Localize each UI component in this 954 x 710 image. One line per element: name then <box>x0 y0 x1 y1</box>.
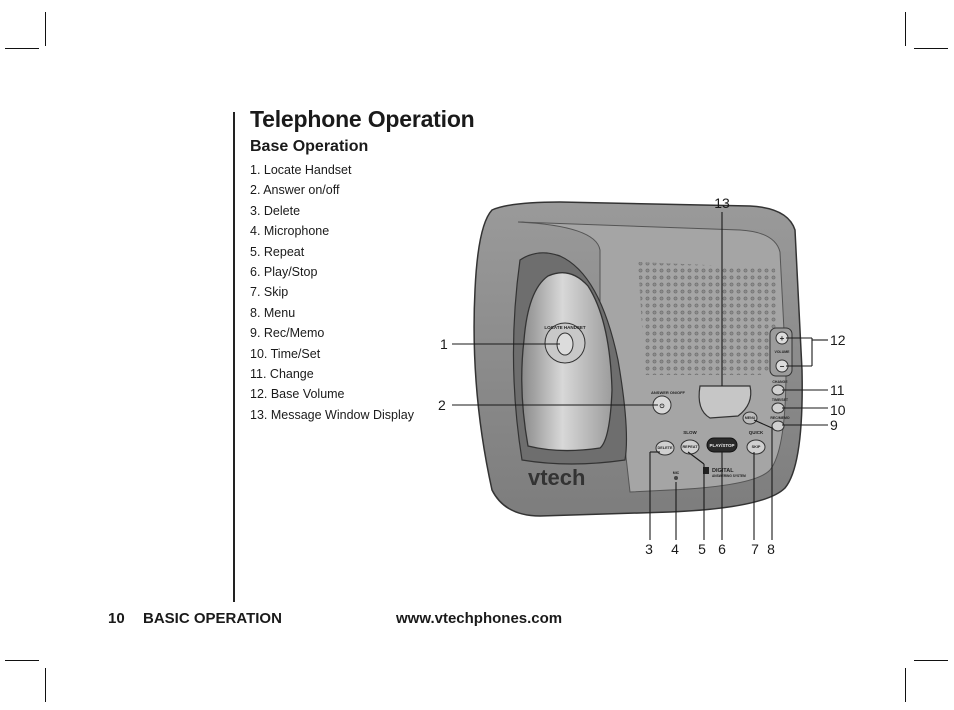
list-item: 10. Time/Set <box>250 346 321 361</box>
locate-handset-label: LOCATE HANDSET <box>544 325 585 330</box>
callout-10: 10 <box>830 402 846 418</box>
list-item: 3. Delete <box>250 203 301 218</box>
callout-2: 2 <box>438 397 446 413</box>
page-title: Telephone Operation <box>250 106 475 132</box>
message-window-display <box>698 385 752 419</box>
crop-mark <box>905 668 906 702</box>
mic-label: MIC <box>673 471 680 475</box>
delete-label: DELETE <box>658 446 673 450</box>
leader-lines <box>452 212 828 540</box>
quick-label: QUICK <box>749 430 764 435</box>
callout-12: 12 <box>830 332 846 348</box>
skip-label: SKIP <box>752 445 761 449</box>
callout-1: 1 <box>440 336 448 352</box>
callout-3: 3 <box>645 541 653 557</box>
repeat-label: REPEAT <box>682 445 698 449</box>
list-item: 13. Message Window Display <box>250 407 414 422</box>
locate-handset-button[interactable]: LOCATE HANDSET <box>544 322 586 364</box>
list-item: 2. Answer on/off <box>250 183 340 198</box>
vtech-logo: vtech <box>528 465 585 490</box>
volume-down-icon: − <box>780 362 785 371</box>
play-stop-button[interactable]: PLAY/STOP <box>706 437 738 453</box>
crop-mark <box>5 660 39 661</box>
list-item: 7. Skip <box>250 285 289 300</box>
callout-8: 8 <box>767 541 775 557</box>
list-item: 5. Repeat <box>250 244 305 259</box>
callout-6: 6 <box>718 541 726 557</box>
callout-7: 7 <box>751 541 759 557</box>
section-subtitle: Base Operation <box>250 138 369 155</box>
list-item: 9. Rec/Memo <box>250 326 325 341</box>
power-icon: ⏻ <box>660 403 665 410</box>
digital-label: DIGITAL <box>712 468 734 474</box>
menu-button[interactable]: MENU <box>742 411 758 425</box>
volume-up-icon: + <box>780 334 785 343</box>
crop-mark <box>914 48 948 49</box>
repeat-button[interactable]: REPEAT <box>680 439 700 455</box>
list-item: 4. Microphone <box>250 224 330 239</box>
callout-13: 13 <box>714 195 730 211</box>
page-number: 10 <box>108 610 125 627</box>
rec-memo-label: REC/MEMO <box>770 416 790 420</box>
change-label: CHANGE <box>772 380 788 384</box>
list-item: 8. Menu <box>250 305 296 320</box>
rec-memo-button[interactable]: REC/MEMO <box>770 416 790 432</box>
volume-label: VOLUME <box>775 350 791 354</box>
menu-label: MENU <box>745 416 756 420</box>
answering-system-label: ANSWERING SYSTEM <box>712 474 746 478</box>
callout-4: 4 <box>671 541 679 557</box>
crop-mark <box>45 668 46 702</box>
list-item: 11. Change <box>250 366 314 381</box>
margin-rule <box>233 112 235 602</box>
callout-11: 11 <box>830 382 845 398</box>
callout-9: 9 <box>830 417 838 433</box>
das-badge-icon <box>703 467 709 474</box>
crop-mark <box>914 660 948 661</box>
delete-button[interactable]: DELETE <box>655 440 675 456</box>
crop-mark <box>45 12 46 46</box>
base-volume-control[interactable]: + − VOLUME <box>769 327 793 377</box>
list-item: 12. Base Volume <box>250 387 345 402</box>
crop-mark <box>905 12 906 46</box>
list-item: 1. Locate Handset <box>250 163 352 177</box>
slow-label: SLOW <box>683 430 697 435</box>
microphone <box>674 476 678 480</box>
crop-mark <box>5 48 39 49</box>
speaker-grille <box>638 262 780 375</box>
parts-list: 1. Locate Handset 2. Answer on/off 3. De… <box>250 162 414 427</box>
callout-5: 5 <box>698 541 706 557</box>
footer-section-title: BASIC OPERATION <box>143 610 282 627</box>
time-set-label: TIME/SET <box>772 398 789 402</box>
answer-onoff-button[interactable]: ⏻ ANSWER ON/OFF <box>651 390 686 415</box>
base-unit-diagram: LOCATE HANDSET ⏻ ANSWER ON/OFF DELETE SL… <box>438 195 846 557</box>
footer-url: www.vtechphones.com <box>396 610 563 627</box>
play-stop-label: PLAY/STOP <box>709 443 734 448</box>
answer-onoff-label: ANSWER ON/OFF <box>651 390 686 395</box>
skip-button[interactable]: SKIP <box>746 439 766 455</box>
list-item: 6. Play/Stop <box>250 264 318 279</box>
